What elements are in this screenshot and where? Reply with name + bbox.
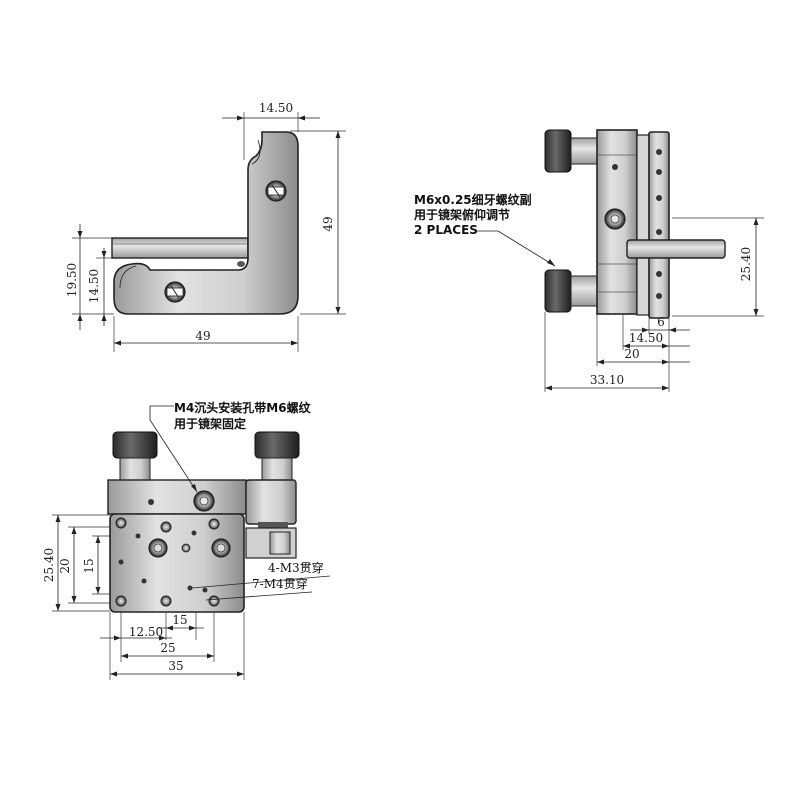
side-arm <box>626 239 726 259</box>
dim-front-w25: 25 <box>160 641 175 655</box>
front-note-line1: M4沉头安装孔带M6螺纹 <box>174 400 312 415</box>
hole-group <box>115 517 231 607</box>
dim-side-14-50: 14.50 <box>629 331 663 345</box>
dim-top-left-outer: 19.50 <box>65 263 79 297</box>
dim-front-15: 15 <box>82 558 96 573</box>
hole-label-m4: 7-M4贯穿 <box>252 576 308 591</box>
base-plate <box>109 513 245 613</box>
side-note-line3: 2 PLACES <box>414 223 478 237</box>
dim-front-25-40: 25.40 <box>42 548 56 582</box>
l-bracket <box>113 131 299 315</box>
dim-top-bottom-width: 49 <box>195 329 210 343</box>
screw-head-upper <box>265 180 287 202</box>
dim-front-w15: 15 <box>172 613 187 627</box>
side-body <box>596 129 638 315</box>
dim-top-width: 14.50 <box>259 101 293 115</box>
hole-label-m3: 4-M3贯穿 <box>268 560 324 575</box>
screw-head-lower <box>164 281 186 303</box>
front-knob-right <box>254 431 300 459</box>
front-note-line2: 用于镜架固定 <box>173 416 246 431</box>
side-note-line1: M6x0.25细牙螺纹副 <box>414 192 532 207</box>
dim-side-height: 25.40 <box>739 247 753 281</box>
mount-plate <box>648 131 670 319</box>
dim-side-20: 20 <box>624 347 639 361</box>
dim-side-6: 6 <box>657 315 665 329</box>
top-view-rail <box>111 237 249 259</box>
dim-front-w35: 35 <box>168 659 183 673</box>
dim-top-height: 49 <box>321 216 335 231</box>
side-note-line2: 用于镜架俯仰调节 <box>413 207 510 222</box>
top-view: 14.50 49 19.50 14.50 49 <box>65 101 346 352</box>
dim-top-left-inner: 14.50 <box>87 269 101 303</box>
side-adjust-hole <box>604 208 626 230</box>
front-mount-hole <box>193 490 215 512</box>
side-view: M6x0.25细牙螺纹副 用于镜架俯仰调节 2 PLACES 25.40 6 1… <box>413 129 764 392</box>
knob-upper <box>544 129 572 173</box>
front-housing <box>107 479 247 515</box>
dim-front-w12-50: 12.50 <box>129 625 163 639</box>
dim-front-20: 20 <box>58 558 72 573</box>
dim-side-33-10: 33.10 <box>590 373 624 387</box>
front-view: M4沉头安装孔带M6螺纹 用于镜架固定 4-M3贯穿 7-M4贯穿 25.40 … <box>42 400 331 680</box>
front-knob-left <box>112 431 158 459</box>
knob-lower <box>544 269 572 313</box>
